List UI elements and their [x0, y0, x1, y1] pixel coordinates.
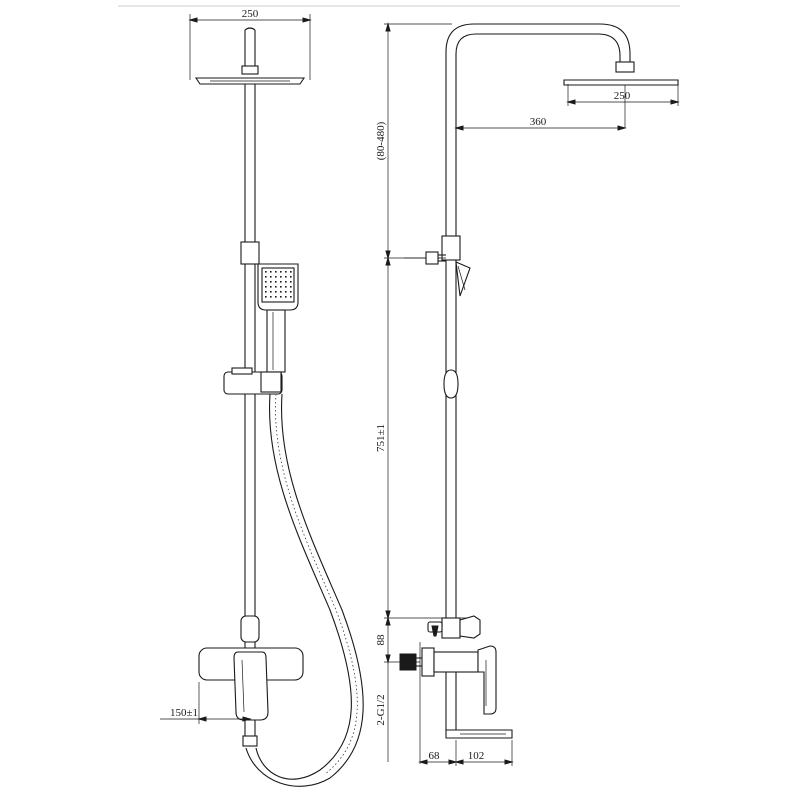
hand-shower-nozzles	[265, 271, 292, 298]
side-arm-length-dimension: 360	[454, 116, 627, 131]
nozzle-dot	[290, 286, 292, 288]
nozzle-dot	[280, 286, 282, 288]
nozzle-dot	[265, 271, 267, 273]
nozzle-dot	[280, 271, 282, 273]
nozzle-dot	[275, 281, 277, 283]
nozzle-dot	[290, 271, 292, 273]
nozzle-dot	[270, 296, 272, 298]
nozzle-dot	[275, 276, 277, 278]
nozzle-dot	[280, 281, 282, 283]
nozzle-dot	[270, 286, 272, 288]
nozzle-dot	[280, 291, 282, 293]
nozzle-dot	[290, 276, 292, 278]
front-upper-slide-bracket	[240, 241, 260, 265]
nozzle-dot	[285, 296, 287, 298]
side-mixer-body	[399, 642, 497, 764]
side-outlet-spacing-dimension: 88 2-G1/2	[375, 616, 420, 726]
nozzle-dot	[275, 286, 277, 288]
nozzle-dot	[265, 281, 267, 283]
side-outlet-assembly	[427, 615, 481, 639]
nozzle-dot	[285, 286, 287, 288]
side-head-width-label: 250	[614, 90, 631, 102]
front-mixer-offset-label: 150±1	[170, 707, 198, 719]
side-head-width-dimension: 250	[566, 90, 680, 105]
nozzle-dot	[275, 271, 277, 273]
side-inlet-thread-label: 2-G1/2	[375, 694, 387, 725]
side-upper-bracket	[441, 235, 461, 261]
nozzle-dot	[285, 276, 287, 278]
nozzle-dot	[290, 296, 292, 298]
front-head-width-label: 250	[242, 8, 259, 20]
nozzle-dot	[290, 291, 292, 293]
nozzle-dot	[265, 296, 267, 298]
front-hand-shower	[223, 263, 299, 395]
side-outlet-spacing-label: 88	[375, 634, 387, 646]
front-mixer-offset-dimension: 150±1	[160, 682, 252, 724]
side-diverter-knob	[443, 369, 459, 399]
nozzle-dot	[265, 286, 267, 288]
side-hand-shower-bracket	[404, 251, 471, 297]
nozzle-dot	[270, 271, 272, 273]
side-mixer-handle	[477, 645, 497, 715]
side-height-label: 751±1	[375, 424, 387, 452]
front-view: 250	[160, 8, 364, 787]
front-hose	[245, 393, 364, 787]
front-mixer-valve	[198, 615, 304, 747]
nozzle-dot	[290, 281, 292, 283]
side-riser-and-arm	[441, 23, 631, 618]
side-wall-offset-label: 68	[429, 750, 441, 762]
front-shower-head	[194, 27, 306, 85]
side-spout-depth-label: 102	[468, 750, 485, 762]
nozzle-dot	[280, 276, 282, 278]
nozzle-dot	[285, 271, 287, 273]
nozzle-dot	[280, 296, 282, 298]
nozzle-dot	[270, 281, 272, 283]
side-view: (80-480) 751±1 250	[375, 22, 680, 766]
side-bottom-dimensions: 68 102	[418, 740, 514, 766]
side-arm-length-label: 360	[530, 116, 547, 128]
front-head-width-dimension: 250	[188, 8, 312, 80]
nozzle-dot	[275, 296, 277, 298]
nozzle-dot	[265, 291, 267, 293]
nozzle-dot	[270, 291, 272, 293]
nozzle-dot	[270, 276, 272, 278]
nozzle-dot	[285, 281, 287, 283]
nozzle-dot	[265, 276, 267, 278]
nozzle-dot	[285, 291, 287, 293]
nozzle-dot	[275, 291, 277, 293]
front-mixer-handle	[233, 651, 269, 721]
side-spout	[445, 672, 513, 739]
side-adjust-range-label: (80-480)	[375, 121, 387, 160]
